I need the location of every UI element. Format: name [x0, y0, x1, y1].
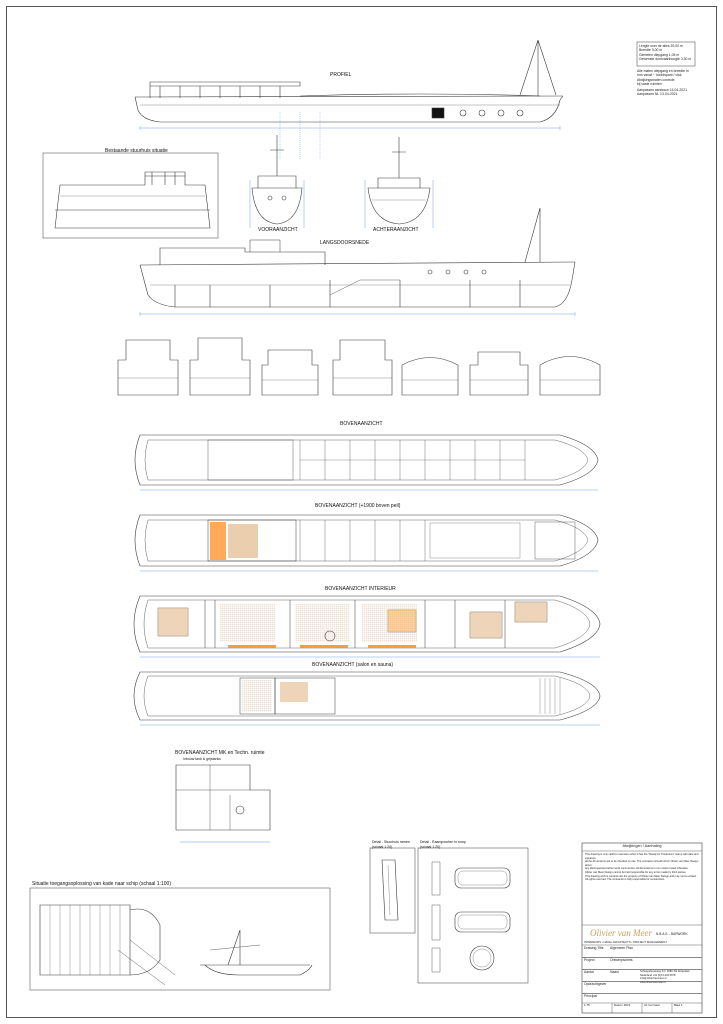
title-row: Drawing Title Algemeen Plan [582, 946, 702, 958]
interior-plan-title: BOVENAANZICHT INTERIEUR [325, 586, 396, 592]
title-row: Aantal Naam [582, 970, 702, 982]
contact-info: Scheepsbouwweg 23 / 3089 JW Rotterdam Ne… [640, 970, 690, 984]
wheelhouse-window-detail [369, 847, 416, 934]
technical-room-title: BOVENAANZICHT MK en Techn. ruimte [175, 750, 265, 756]
title-block-rows: Drawing Title Algemeen Plan Project Ontw… [582, 946, 702, 1005]
brand-logo: Olivier van Meer [590, 928, 652, 938]
longitudinal-section [139, 207, 576, 308]
title-block-bottom: 1:75 Datum 2021 A1 Formaat Blad 1 [582, 1003, 702, 1008]
access-situation [29, 887, 331, 991]
spec-line: Lengte over de alles 20,00 m [639, 44, 683, 48]
profile-title: PROFIEL [330, 72, 352, 78]
spec-note: Alle maten diepgang en breedte in [637, 69, 689, 73]
rear-view-title: ACHTERAANZICHT [373, 227, 419, 233]
drawing-sheet [6, 6, 717, 1018]
front-view-title: VOORAANZICHT [258, 227, 298, 233]
format-cell: A1 Formaat [644, 1003, 660, 1007]
wheelhouse-detail-scale: (schaal 1:20) [372, 845, 393, 849]
disclaimer-line: any discrepancies before work commences.… [585, 867, 689, 871]
brand-tagline: N.B.A.S. - BARWORK [656, 932, 688, 936]
longitudinal-section-title: LANGSDOORSNEDE [320, 240, 370, 246]
porthole-detail-scale: (schaal 1:20) [420, 845, 441, 849]
title-block-section: Afwijkingen / Aanhaling [622, 844, 662, 848]
title-row: Principal [584, 994, 598, 998]
salon-sauna-plan [133, 671, 601, 721]
spec-note: Afwijkingsmaten controle [637, 77, 675, 82]
salon-sauna-title: BOVENAANZICHT (salon en sauna) [312, 662, 394, 668]
porthole-detail [417, 847, 529, 984]
disclaimer-line: This drawing is only valid for execution… [585, 853, 699, 860]
title-row: Opdrachtgever [582, 982, 702, 994]
deck-plan-1900-title: BOVENAANZICHT (+1900 boven peil) [315, 503, 401, 509]
spec-note: bij vaste ruimten [637, 82, 662, 87]
revision-line: Aanpassen NL 13-04-2021 [637, 92, 678, 97]
brand-services: INTERIEURS • NAVAL ARCHITECTS • PROJECT … [584, 940, 667, 944]
rear-view [367, 137, 431, 225]
scale-cell: 1:75 [584, 1003, 590, 1007]
existing-wheelhouse-title: Bestaande stuurhuis situatie [105, 148, 168, 154]
disclaimer-line: All rights reserved. The contractor is f… [585, 878, 665, 882]
access-situation-title: Situatie toegangsoplossing van kade naar… [32, 881, 171, 887]
spec-line: Gewenste doorvaarthoogte 3,30 m [639, 57, 692, 62]
revision-line: Aanpassen aanbouw 13-04-2021 [637, 88, 687, 92]
porthole-detail-title: Detail - Raampoorten in romp [420, 840, 466, 844]
date-cell: Datum 2021 [614, 1003, 631, 1007]
spec-line: Gemeten diepgang 1,05 m [639, 52, 680, 57]
disclaimer-line: Olivier van Meer Design cannot be held r… [585, 870, 687, 874]
deck-plan-1900 [134, 514, 599, 567]
spec-revisions: Aanpassen aanbouw 13-04-2021 Aanpassen N… [637, 88, 699, 97]
spec-box: Lengte over de alles 20,00 m Breedte 5,0… [639, 44, 695, 62]
existing-wheelhouse [42, 152, 219, 239]
cross-sections [117, 337, 601, 396]
spec-note: mm vanaf ~ hoofdspant / vlak [637, 73, 682, 78]
front-view [251, 135, 303, 225]
sheet-cell: Blad 1 [674, 1003, 683, 1007]
spec-line: Breedte 5,00 m [639, 48, 663, 53]
technical-room-plan [175, 764, 271, 843]
technical-room-note: Inbouw tank & grijstanks [183, 757, 221, 761]
title-row: Project Ontwerpschets [582, 958, 702, 970]
disclaimer-line: This drawing and its contents are the pr… [585, 874, 697, 878]
disclaimer-line: all the dimensions are to be checked on … [585, 860, 699, 867]
deck-plan [134, 434, 599, 486]
deck-plan-title: BOVENAANZICHT [340, 421, 383, 427]
profile-view [134, 39, 564, 123]
spec-notes: Alle maten diepgang en breedte in mm van… [637, 69, 699, 87]
wheelhouse-detail-title: Detail - Stuurhuis ramen [372, 840, 410, 844]
title-block-disclaimer: This drawing is only valid for execution… [585, 853, 699, 882]
